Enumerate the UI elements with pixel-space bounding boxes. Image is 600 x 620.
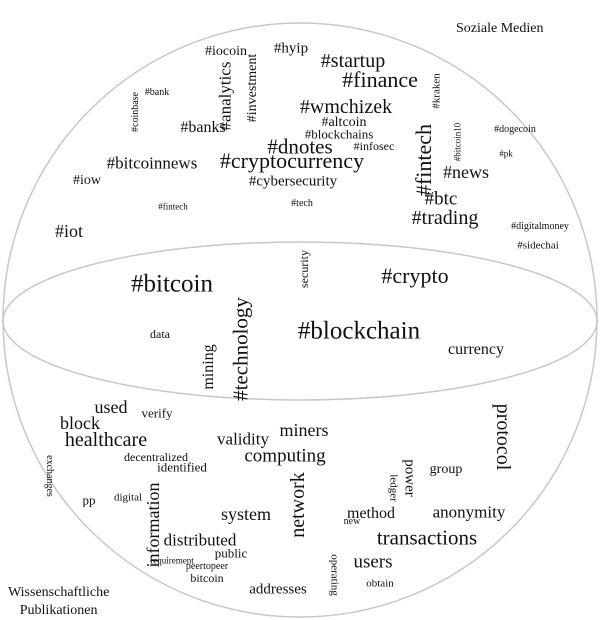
word-system: system bbox=[220, 504, 272, 524]
word-kraken: #kraken bbox=[430, 73, 443, 109]
word-security: security bbox=[297, 250, 311, 288]
word-investment: #investment bbox=[245, 53, 260, 123]
word-wmchizek: #wmchizek bbox=[299, 96, 393, 118]
scientific-publications-line1: Wissenschaftliche bbox=[8, 585, 110, 600]
word-obtain: obtain bbox=[366, 577, 394, 590]
word-peertopeer: peertopeer bbox=[185, 561, 229, 572]
word-fintech-vertical: #fintech bbox=[411, 123, 436, 197]
word-digital: digital bbox=[113, 491, 143, 504]
word-sidechai: #sidechai bbox=[517, 239, 559, 252]
word-method: method bbox=[347, 505, 395, 522]
word-pp: pp bbox=[82, 492, 96, 508]
word-operating: operating bbox=[328, 554, 341, 596]
word-tech: #tech bbox=[291, 198, 313, 209]
word-startup: #startup bbox=[320, 50, 386, 72]
word-bitcoin-plain: bitcoin bbox=[190, 571, 224, 585]
word-cybersecurity: #cybersecurity bbox=[248, 173, 338, 190]
word-healthcare: healthcare bbox=[64, 429, 148, 451]
word-hyip: #hyip bbox=[273, 40, 309, 57]
word-transactions: transactions bbox=[376, 525, 478, 550]
word-anonymity: anonymity bbox=[432, 502, 506, 522]
word-exchanges: exchanges bbox=[44, 455, 55, 497]
word-pk: #pk bbox=[499, 148, 513, 159]
word-data: data bbox=[150, 327, 170, 341]
word-validity: validity bbox=[217, 429, 269, 449]
word-mining: mining bbox=[200, 344, 217, 390]
word-bank: #bank bbox=[144, 87, 170, 98]
word-digitalmoney: #digitalmoney bbox=[511, 221, 569, 232]
word-dogecoin: #dogecoin bbox=[494, 124, 536, 135]
sphere-equator-ellipse bbox=[2, 241, 598, 401]
word-trading: #trading bbox=[411, 207, 479, 229]
word-miners: miners bbox=[279, 420, 329, 440]
word-ledger: ledger bbox=[387, 474, 400, 502]
word-infosec: #infosec bbox=[353, 139, 395, 153]
word-technology: #technology bbox=[228, 297, 253, 401]
word-block: block bbox=[60, 413, 100, 433]
word-identified: identified bbox=[157, 459, 207, 475]
word-dnotes: #dnotes bbox=[267, 134, 333, 159]
word-blockchain: #blockchain bbox=[297, 317, 421, 345]
word-news: #news bbox=[443, 162, 489, 182]
word-altcoin: #altcoin bbox=[321, 115, 367, 130]
word-iocoin: #iocoin bbox=[205, 44, 247, 59]
word-addresses: addresses bbox=[249, 581, 307, 598]
word-power: power bbox=[401, 459, 418, 497]
word-users: users bbox=[353, 551, 393, 573]
word-new: new bbox=[343, 516, 361, 527]
word-requirement: requirement bbox=[150, 555, 194, 566]
social-media-label: Soziale Medien bbox=[456, 21, 544, 36]
word-decentralized: decentralized bbox=[124, 450, 188, 464]
word-bitcoin-hashtag: #bitcoin bbox=[131, 270, 213, 298]
word-group: group bbox=[429, 462, 463, 477]
word-bitcoinnews: #bitcoinnews bbox=[106, 153, 198, 173]
word-banks: #banks bbox=[180, 119, 226, 136]
word-fintech-small: #fintech bbox=[158, 201, 188, 212]
word-cryptocurrency: #cryptocurrency bbox=[219, 148, 365, 173]
scientific-publications-label: Wissenschaftliche Publikationen bbox=[8, 584, 109, 619]
word-distributed: distributed bbox=[163, 530, 237, 550]
word-btc: #btc bbox=[424, 188, 458, 210]
word-verify: verify bbox=[141, 405, 173, 421]
word-used: used bbox=[94, 397, 128, 417]
scientific-publications-line2: Publikationen bbox=[19, 602, 98, 618]
word-public: public bbox=[214, 545, 248, 561]
word-blockchains: #blockchains bbox=[304, 126, 374, 142]
word-coinbase: #coinbase bbox=[130, 92, 141, 132]
word-protocol: protocol bbox=[492, 403, 514, 471]
word-bitcoin10: #bitcoin10 bbox=[452, 122, 463, 162]
word-network: network bbox=[287, 472, 309, 538]
word-iot: #iot bbox=[54, 221, 84, 241]
word-currency: currency bbox=[448, 341, 504, 358]
word-iow: #iow bbox=[73, 173, 101, 188]
word-computing: computing bbox=[244, 445, 326, 467]
word-crypto: #crypto bbox=[381, 263, 449, 288]
word-finance: #finance bbox=[342, 67, 418, 92]
